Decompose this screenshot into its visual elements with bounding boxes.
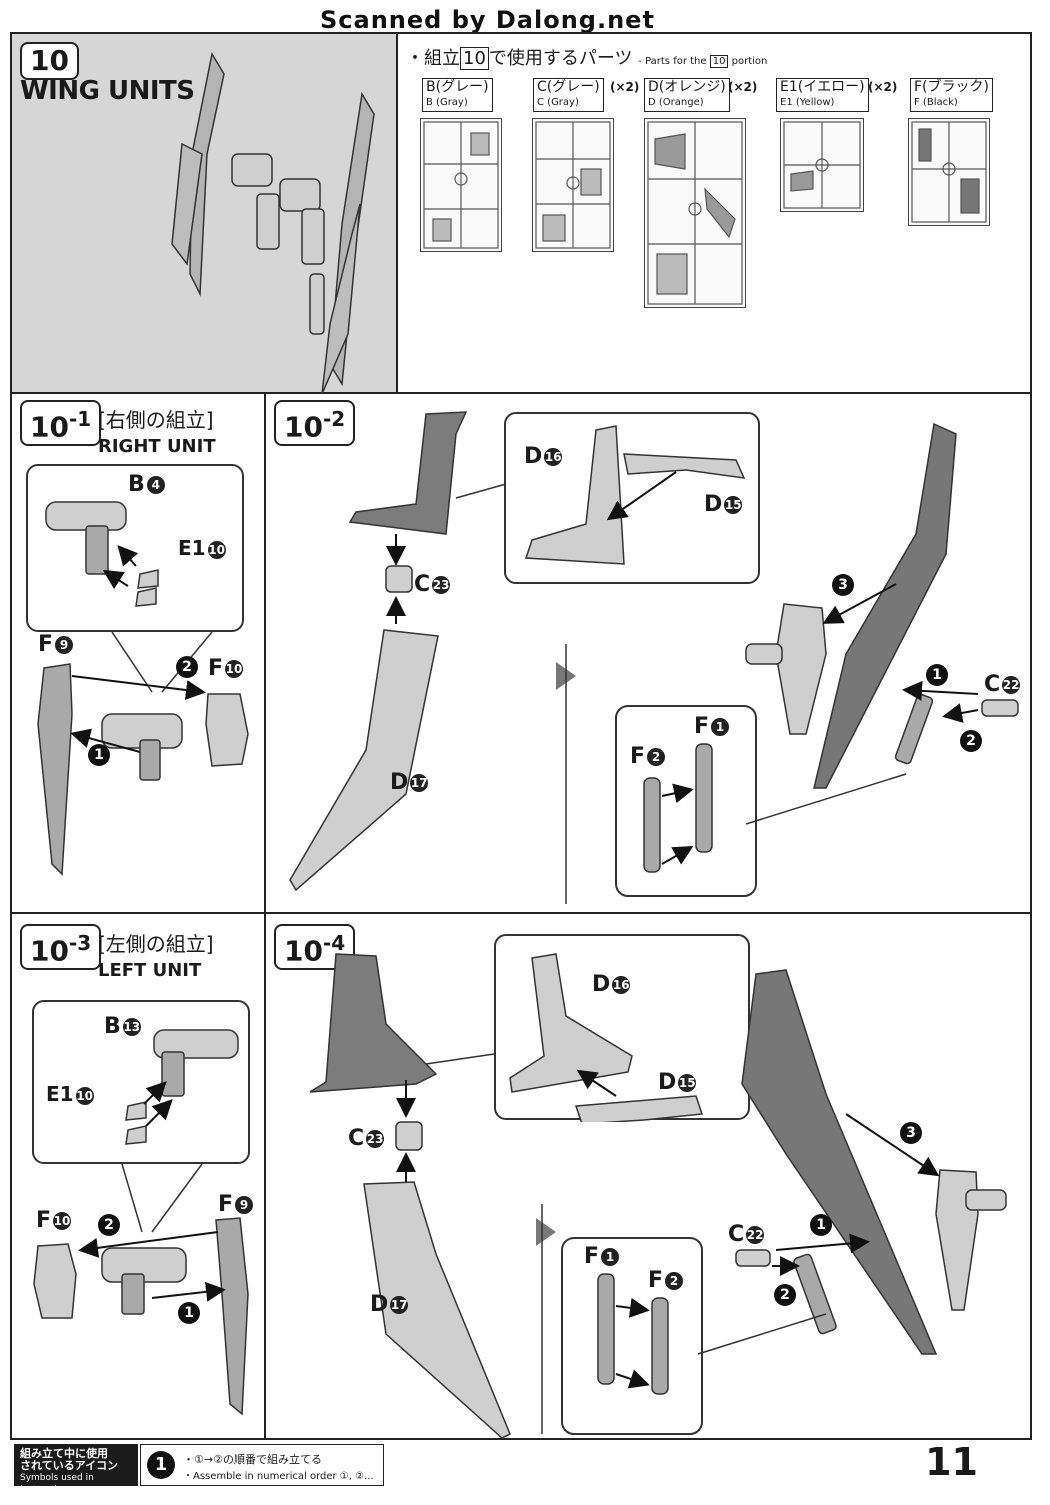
symbols-legend-item: 1 ・①→②の順番で組み立てる ・Assemble in numerical o… [140, 1444, 384, 1486]
step10-1-jp-title: [右側の組立] [98, 408, 214, 432]
legend-jp-text: ・①→②の順番で組み立てる [183, 1453, 322, 1466]
runner-d-title: D(オレンジ) D (Orange) [644, 78, 730, 112]
runner-c-title: C(グレー) C (Gray) [533, 78, 604, 112]
runner-e1-sprue [780, 118, 864, 212]
wing-units-overview-illustration [171, 51, 375, 395]
runner-f-title: F(ブラック) F (Black) [910, 78, 993, 112]
runner-b-title: B(グレー) B (Gray) [422, 78, 493, 112]
watermark-text: Scanned by Dalong.net [320, 6, 655, 34]
sequence-icon: 1 [147, 1451, 175, 1479]
symbols-legend-label: 組み立て中に使用 されているアイコン Symbols used in instr… [14, 1444, 138, 1495]
step10-badge: 10 [20, 42, 79, 80]
step10-2-assembly-illustration [289, 411, 1019, 904]
sequence-marker-1: 1 [88, 744, 110, 766]
step10-3-en-title: LEFT UNIT [98, 960, 202, 981]
runner-b-sprue [420, 118, 502, 252]
step10-4-assembly-illustration [309, 953, 1007, 1439]
sequence-marker-2: 2 [98, 1214, 120, 1236]
step10-1-assembly-illustration [37, 631, 249, 876]
step10-3-jp-title: [左側の組立] [98, 932, 214, 956]
runner-f-sprue [908, 118, 990, 226]
step10-overview-panel: 10 WING UNITS [10, 32, 398, 395]
runner-e1-multiplier: (×2) [868, 80, 898, 94]
step10-4-badge: 10-4 [274, 924, 356, 971]
runner-c-sprue [532, 118, 614, 252]
sequence-marker-1: 1 [926, 664, 948, 686]
runner-d-sprue [644, 118, 746, 308]
step10-3-badge: 10-3 [20, 924, 102, 971]
step10-2-badge: 10-2 [274, 400, 356, 447]
sequence-marker-3: 3 [900, 1122, 922, 1144]
legend-en-text: ・Assemble in numerical order ①, ②... [183, 1471, 374, 1482]
step10-1-badge: 10-1 [20, 400, 102, 447]
sequence-marker-2: 2 [176, 656, 198, 678]
sequence-marker-2: 2 [960, 730, 982, 752]
sequence-marker-3: 3 [832, 574, 854, 596]
runner-c-multiplier: (×2) [610, 80, 640, 94]
page-number: 11 [925, 1440, 978, 1484]
runner-e1-title: E1(イエロー) E1 (Yellow) [776, 78, 869, 112]
step10-1-en-title: RIGHT UNIT [98, 436, 216, 457]
step10-3-assembly-illustration [33, 1163, 249, 1416]
step10-title: WING UNITS [20, 76, 195, 106]
sequence-marker-1: 1 [178, 1302, 200, 1324]
runner-d-multiplier: (×2) [728, 80, 758, 94]
sequence-marker-1: 1 [810, 1214, 832, 1236]
sequence-marker-2: 2 [774, 1284, 796, 1306]
